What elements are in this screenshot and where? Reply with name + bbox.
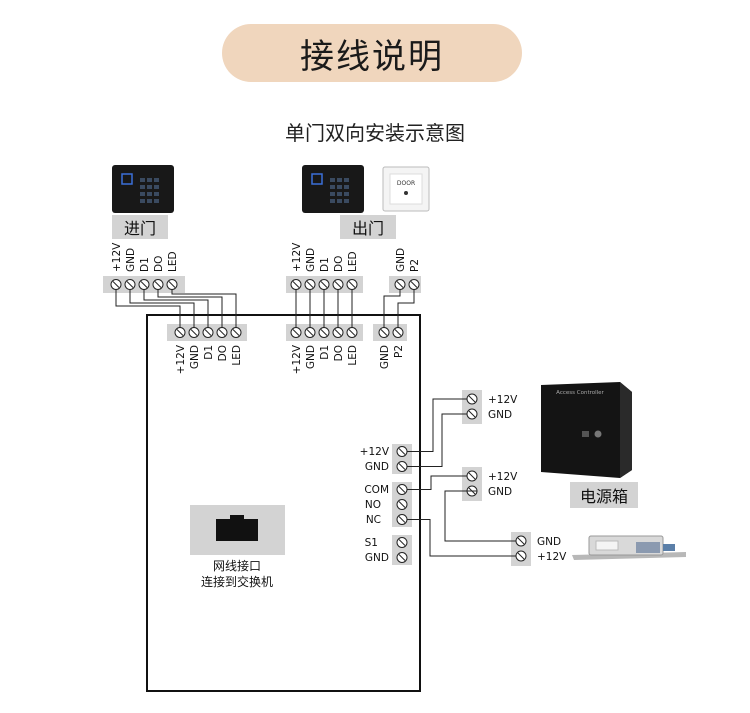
controller-relay-label: NC	[366, 514, 381, 526]
controller-exit-terminal-label: LED	[347, 345, 359, 366]
controller-relay-label: COM	[364, 484, 389, 496]
exit-button: DOOR	[382, 166, 430, 212]
controller-power-terminals: +12V GND	[360, 444, 412, 474]
exit-button-terminal-label: GND	[395, 248, 407, 272]
controller-entry-terminal-label: GND	[189, 345, 201, 369]
power-box-panel-text: Access Controller	[556, 390, 604, 396]
power-box-terminals-b: +12V GND	[462, 467, 518, 501]
entry-label: 进门	[112, 215, 168, 239]
network-port	[190, 505, 285, 555]
controller-relay-label: NO	[365, 499, 381, 511]
exit-button-terminals: GND P2	[389, 248, 421, 293]
lock-terminal-label: GND	[537, 536, 561, 548]
exit-button-terminal-label: P2	[409, 259, 421, 272]
controller-entry-terminals: +12V GND D1 DO LED	[167, 324, 247, 374]
exit-wires	[295, 289, 353, 328]
controller-entry-terminal-label: D1	[203, 345, 215, 360]
controller-exit-terminal-label: DO	[333, 345, 345, 361]
controller-exit-terminal-label: GND	[305, 345, 317, 369]
exit-card-reader	[302, 165, 364, 213]
controller-button-terminals: GND P2	[373, 324, 407, 369]
power-box-label: 电源箱	[570, 482, 638, 508]
controller-entry-terminal-label: LED	[231, 345, 243, 366]
entry-wires	[115, 289, 237, 328]
exit-button-text: DOOR	[397, 180, 415, 187]
lock-terminals: GND +12V	[511, 532, 567, 566]
power-box-a-label: +12V	[488, 394, 518, 406]
controller-board	[146, 314, 421, 692]
entry-reader-terminal-label: D1	[139, 257, 151, 272]
page-title: 接线说明	[222, 24, 522, 82]
controller-entry-terminal-label: DO	[217, 345, 229, 361]
entry-card-reader	[112, 165, 174, 213]
diagram-subtitle: 单门双向安装示意图	[285, 121, 465, 145]
exit-reader-terminal-label: LED	[347, 251, 359, 272]
controller-sensor-terminals: S1 GND	[365, 535, 412, 565]
controller-exit-terminal-label: D1	[319, 345, 331, 360]
lock-terminal-label: +12V	[537, 551, 567, 563]
entry-reader-terminal-label: DO	[153, 256, 165, 272]
exit-reader-terminals: +12V GND D1 DO LED	[286, 242, 363, 293]
controller-exit-terminal-label: +12V	[291, 344, 303, 374]
exit-reader-terminal-label: +12V	[291, 242, 303, 272]
entry-reader-terminal-label: +12V	[111, 242, 123, 272]
entry-reader-terminal-label: GND	[125, 248, 137, 272]
button-wires	[383, 289, 415, 328]
power-box-a-label: GND	[488, 409, 512, 421]
controller-power-label: +12V	[360, 446, 390, 458]
power-supply-box: Access Controller	[541, 382, 632, 478]
power-box-b-label: +12V	[488, 471, 518, 483]
network-caption-line1: 网线接口	[212, 559, 261, 573]
controller-power-label: GND	[365, 461, 389, 473]
exit-reader-terminal-label: D1	[319, 257, 331, 272]
controller-button-terminal-label: GND	[379, 345, 391, 369]
network-caption: 网线接口 连接到交换机	[187, 558, 287, 590]
controller-exit-terminals: +12V GND D1 DO LED	[286, 324, 363, 374]
power-box-b-label: GND	[488, 486, 512, 498]
entry-reader-terminals: +12V GND D1 DO LED	[103, 242, 185, 293]
controller-entry-terminal-label: +12V	[175, 344, 187, 374]
entry-reader-terminal-label: LED	[167, 251, 179, 272]
exit-label: 出门	[340, 215, 396, 239]
exit-reader-terminal-label: GND	[305, 248, 317, 272]
exit-reader-terminal-label: DO	[333, 256, 345, 272]
right-wires	[407, 398, 516, 557]
controller-sensor-label: GND	[365, 552, 389, 564]
controller-sensor-label: S1	[365, 537, 378, 549]
network-caption-line2: 连接到交换机	[200, 575, 273, 589]
electric-lock	[572, 535, 686, 560]
controller-relay-terminals: COM NO NC	[364, 482, 412, 527]
power-box-terminals-a: +12V GND	[462, 390, 518, 424]
controller-button-terminal-label: P2	[393, 345, 405, 358]
